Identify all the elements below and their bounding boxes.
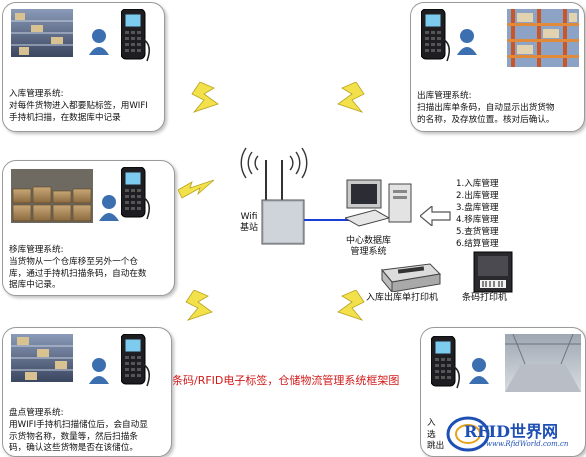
rfidworld-watermark-logo: RFID世界网 www.RfidWorld.com.cn — [446, 412, 586, 456]
warehouse-shelf-photo — [11, 334, 73, 382]
query-card-partial-text: 入 选 跳出 — [427, 418, 445, 451]
watermark-swoosh-icon — [446, 416, 490, 452]
module-item-inbound: 1.入库管理 — [456, 179, 499, 189]
wifi-base-station-icon — [240, 147, 308, 245]
inventory-card-body: 用WIFI手持机扫描储位后，会自动显 示货物名称，数量等，然后扫描条 码，确认这… — [9, 420, 148, 453]
transfer-card-title: 移库管理系统: — [9, 245, 64, 255]
outbound-card-body: 扫描出库单条码，自动显示出货货物 的名称，及存放位置。核对后确认。 — [417, 103, 555, 125]
outbound-management-card: 出库管理系统: 扫描出库单条码，自动显示出货货物 的名称，及存放位置。核对后确认… — [410, 2, 585, 132]
outbound-card-title: 出库管理系统: — [417, 91, 472, 101]
empty-warehouse-hall-photo — [505, 334, 581, 392]
user-icon — [469, 358, 489, 384]
user-icon — [99, 195, 119, 221]
wireless-link-bolt-icon — [185, 290, 213, 321]
receipt-printer-icon — [381, 263, 442, 292]
diagram-caption: 条码/RFID电子标签，仓储物流管理系统框架图 — [172, 374, 400, 387]
wireless-link-bolt-icon — [191, 82, 219, 113]
handheld-scanner-icon — [121, 334, 150, 387]
barcode-printer-icon — [473, 251, 513, 293]
handheld-scanner-icon — [421, 9, 450, 62]
database-system-label: 中心数据库 管理系统 — [346, 236, 392, 257]
transfer-management-card: 移库管理系统: 当货物从一个仓库移至另外一个仓 库，通过手持机扫描条码，自动在数… — [2, 160, 175, 296]
network-link-line — [304, 219, 352, 221]
handheld-scanner-icon — [431, 336, 460, 389]
wireless-link-bolt-icon — [337, 82, 365, 113]
handheld-scanner-icon — [121, 167, 150, 220]
wifi-base-station-label: Wifi 基站 — [240, 212, 259, 233]
warehouse-racking-photo — [507, 9, 579, 67]
inventory-card-title: 盘点管理系统: — [9, 408, 64, 418]
inbound-card-body: 对每件货物进入都要贴标签，用WIFI 手持机扫描，在数据库中记录 — [9, 101, 148, 123]
transfer-card-body: 当货物从一个仓库移至另外一个仓 库，通过手持机扫描条码，自动在数 据库中记录。 — [9, 257, 147, 290]
warehouse-shelf-photo — [11, 9, 73, 57]
handheld-scanner-icon — [121, 9, 150, 62]
wireless-link-bolt-icon — [178, 179, 214, 199]
module-item-transfer: 4.移库管理 — [456, 215, 499, 225]
watermark-url: www.RfidWorld.com.cn — [486, 440, 569, 448]
inbound-management-card: 入库管理系统: 对每件货物进入都要贴标签，用WIFI 手持机扫描，在数据库中记录 — [2, 2, 165, 132]
module-item-settlement: 6.结算管理 — [456, 239, 499, 249]
inbound-card-title: 入库管理系统: — [9, 89, 64, 99]
user-icon — [89, 358, 109, 384]
arrow-left-icon — [420, 206, 451, 226]
barcode-printer-label: 条码打印机 — [462, 293, 508, 303]
module-item-outbound: 2.出库管理 — [456, 191, 499, 201]
user-icon — [89, 29, 109, 55]
inventory-management-card: 盘点管理系统: 用WIFI手持机扫描储位后，会自动显 示货物名称，数量等，然后扫… — [2, 327, 172, 457]
module-item-query: 5.查货管理 — [456, 227, 499, 237]
module-list: 1.入库管理 2.出库管理 3.盘库管理 4.移库管理 5.查货管理 6.结算管… — [456, 178, 499, 250]
user-icon — [457, 29, 477, 55]
warehouse-boxes-photo — [11, 169, 93, 223]
wireless-link-bolt-icon — [337, 290, 365, 321]
receipt-printer-label: 入库出库单打印机 — [366, 293, 439, 303]
watermark-brand: RFID世界网 — [464, 422, 559, 441]
database-server-computer-icon — [345, 179, 412, 227]
module-item-stocktake: 3.盘库管理 — [456, 203, 499, 213]
